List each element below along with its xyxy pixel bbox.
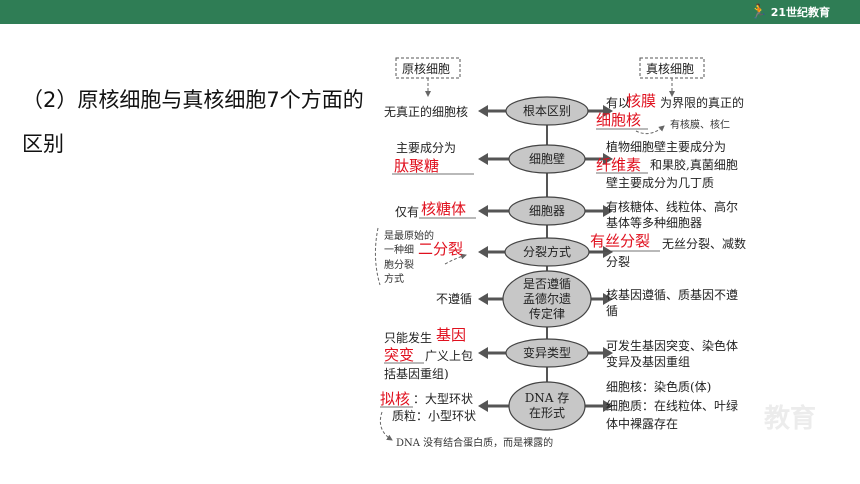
left-row4-note3: 胞分裂 <box>384 258 414 271</box>
watermark: 教育 <box>764 404 817 434</box>
node-label-2: 细胞壁 <box>529 151 565 166</box>
right-row6-b: 变异及基因重组 <box>606 354 690 369</box>
answer-mutation: 突变 <box>384 346 414 364</box>
node-label-5a: 是否遵循 <box>523 276 571 291</box>
node-fundamental-difference <box>505 96 589 126</box>
node-dna-form <box>508 381 586 431</box>
logo-text: 21世纪教育 <box>770 6 830 19</box>
left-row2: 主要成分为 <box>396 141 456 155</box>
node-division-mode <box>504 237 590 267</box>
answer-gene: 基因 <box>436 326 466 344</box>
right-row7-b: 细胞质：在线粒体、叶绿 <box>606 398 738 413</box>
right-row2-a: 植物细胞壁主要成分为 <box>606 139 726 154</box>
left-row1: 无真正的细胞核 <box>384 104 468 119</box>
eukaryote-label: 真核细胞 <box>646 62 694 76</box>
node-label-5b: 孟德尔遗 <box>523 291 571 306</box>
right-row7-a: 细胞核：染色质(体) <box>606 379 711 394</box>
right-row3-b: 基体等多种细胞器 <box>606 216 702 230</box>
left-row4-note2: 一种细 <box>384 243 414 256</box>
answer-mitosis: 有丝分裂 <box>590 232 650 250</box>
node-label-5c: 传定律 <box>529 306 565 321</box>
left-row4-note1: 是最原始的 <box>384 229 434 242</box>
left-row6-c: 括基因重组) <box>384 366 449 381</box>
node-label-6: 变异类型 <box>523 345 571 360</box>
left-row7-a: ：大型环状 <box>413 392 473 406</box>
right-row2-b: 和果胶,真菌细胞 <box>650 157 738 172</box>
left-row7-b: 质粒：小型环状 <box>392 408 476 423</box>
right-row6-a: 可发生基因突变、染色体 <box>606 338 738 353</box>
answer-peptidoglycan: 肽聚糖 <box>394 157 439 175</box>
answer-nuclear-membrane: 核膜 <box>626 92 656 110</box>
node-cell-wall <box>508 144 586 174</box>
right-row7-c: 体中裸露存在 <box>606 416 678 431</box>
node-label-7b: 在形式 <box>529 406 565 420</box>
node-variation-type <box>505 338 589 368</box>
prokaryote-label: 原核细胞 <box>402 62 450 76</box>
right-row4-b: 分裂 <box>606 255 630 269</box>
right-row1-a: 有以 <box>606 96 630 110</box>
top-bar: 🏃 21世纪教育 <box>0 0 860 24</box>
node-label-3: 细胞器 <box>529 204 565 218</box>
page-heading: （2）原核细胞与真核细胞7个方面的区别 <box>22 88 364 156</box>
arrowheads <box>478 105 613 412</box>
answer-cellulose: 纤维素 <box>596 156 641 174</box>
bottom-note: DNA 没有结合蛋白质，而是裸露的 <box>396 436 553 449</box>
right-row2-c: 壁主要成分为几丁质 <box>606 175 714 190</box>
brand-logo: 🏃 21世纪教育 <box>750 3 830 21</box>
right-row5-a: 核基因遵循、质基因不遵 <box>606 287 738 302</box>
node-organelle <box>508 196 586 226</box>
right-row1-note: 有核膜、核仁 <box>670 118 730 131</box>
node-label-7a: DNA 存 <box>525 391 570 405</box>
left-row4-note4: 方式 <box>384 272 404 285</box>
answer-nucleoid: 拟核 <box>380 390 410 408</box>
left-row6-b: 广义上包 <box>425 349 473 363</box>
right-row5-b: 循 <box>606 304 618 318</box>
left-row3: 仅有 <box>395 205 419 219</box>
answer-binary-fission: 二分裂 <box>418 240 463 258</box>
node-label-4: 分裂方式 <box>523 244 571 259</box>
right-row4-a: 无丝分裂、减数 <box>662 236 746 251</box>
right-row3-a: 有核糖体、线粒体、高尔 <box>606 199 738 214</box>
left-row6-a: 只能发生 <box>384 330 432 345</box>
answer-ribosome: 核糖体 <box>421 200 466 218</box>
answer-nucleus: 细胞核 <box>596 111 641 129</box>
node-label-1: 根本区别 <box>523 104 571 118</box>
node-mendel <box>502 270 592 328</box>
left-row5: 不遵循 <box>436 291 472 306</box>
runner-icon: 🏃 <box>750 4 768 20</box>
right-row1-b: 为界限的真正的 <box>660 95 744 110</box>
